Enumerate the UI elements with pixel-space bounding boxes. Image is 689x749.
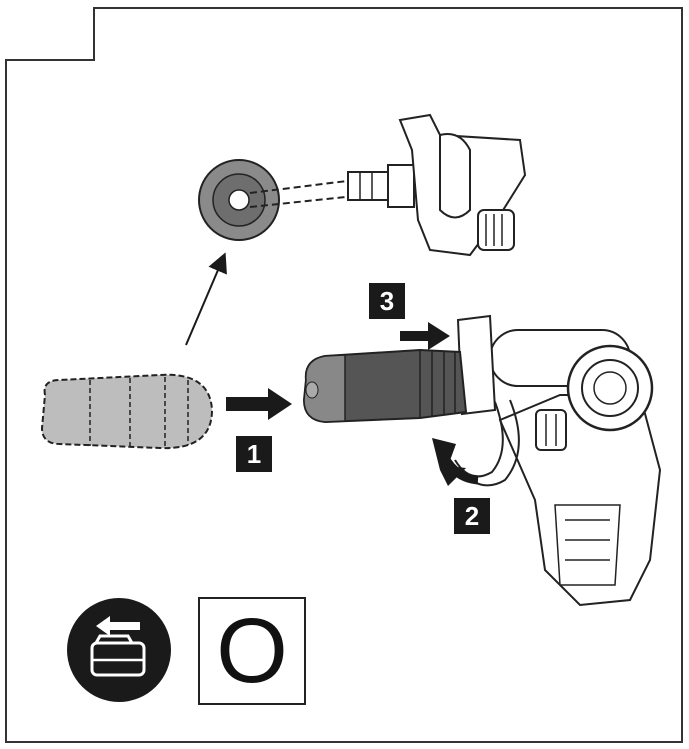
step1-arrow bbox=[226, 388, 292, 420]
step3-arrow bbox=[400, 322, 450, 350]
step-2-label: 2 bbox=[454, 498, 490, 534]
mode-indicator-box: O bbox=[198, 597, 306, 705]
step-3-label: 3 bbox=[369, 283, 405, 319]
spindle-tip bbox=[347, 164, 415, 208]
step2-rotate-arrow bbox=[432, 399, 520, 487]
rotary-hammer-icon bbox=[302, 314, 662, 607]
step-1-label: 1 bbox=[236, 436, 272, 472]
mode-indicator-text: O bbox=[216, 600, 288, 702]
top-detail bbox=[185, 113, 527, 346]
detail-pointer-arrow bbox=[185, 252, 227, 346]
quick-change-chuck-icon bbox=[40, 373, 214, 450]
drill-housing-top bbox=[398, 113, 527, 257]
remove-battery-icon bbox=[67, 598, 171, 702]
